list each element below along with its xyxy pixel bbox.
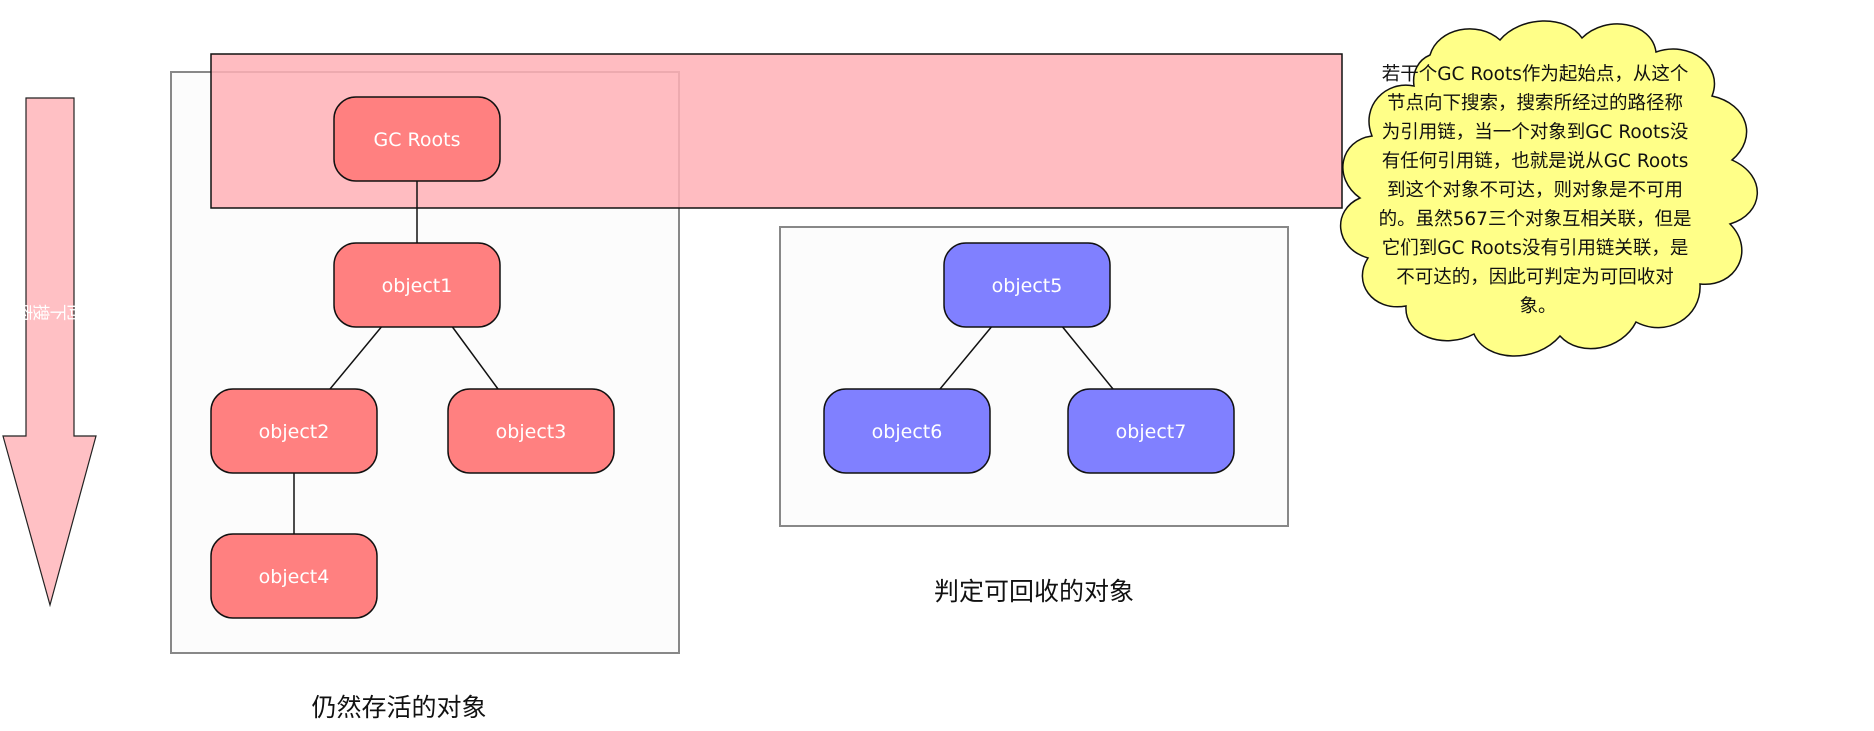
node-object3: object3 <box>447 388 615 474</box>
note-line: 有任何引用链，也就是说从GC Roots <box>1382 151 1689 172</box>
note-line: 为引用链，当一个对象到GC Roots没 <box>1382 122 1689 143</box>
node-object5: object5 <box>943 242 1111 328</box>
reference-links <box>293 180 1114 534</box>
caption-alive-objects: 仍然存活的对象 <box>311 693 486 722</box>
note-line: 到这个对象不可达，则对象是不可用 <box>1387 180 1683 201</box>
link-object1-object3 <box>450 324 499 390</box>
down-arrow-icon <box>2 97 97 608</box>
note-line: 不可达的，因此可判定为可回收对 <box>1396 267 1674 288</box>
node-object2: object2 <box>210 388 378 474</box>
node-label: GC Roots <box>374 129 461 151</box>
link-object5-object6 <box>939 324 994 390</box>
caption-collectable-objects: 判定可回收的对象 <box>934 577 1134 606</box>
node-object6: object6 <box>823 388 991 474</box>
node-object7: object7 <box>1067 388 1235 474</box>
note-line: 象。 <box>1519 296 1556 317</box>
note-text: 若干个GC Roots作为起始点，从这个 节点向下搜索，搜索所经过的路径称 为引… <box>1379 64 1698 317</box>
arrow-label: 向下搜索 <box>16 300 84 321</box>
link-object5-object7 <box>1060 324 1114 390</box>
node-label: object2 <box>259 421 330 443</box>
node-label: object7 <box>1116 421 1187 443</box>
node-label: object1 <box>382 275 453 297</box>
node-gc-roots: GC Roots <box>333 96 501 182</box>
node-object4: object4 <box>210 533 378 619</box>
node-label: object6 <box>872 421 943 443</box>
link-object1-object2 <box>329 324 384 390</box>
node-label: object5 <box>992 275 1063 297</box>
cloud-shape <box>1339 20 1758 357</box>
search-direction-arrow: 向下搜索 <box>2 97 97 608</box>
node-label: object4 <box>259 566 330 588</box>
note-line: 它们到GC Roots没有引用链关联，是 <box>1382 238 1689 259</box>
note-line: 节点向下搜索，搜索所经过的路径称 <box>1387 93 1683 114</box>
node-object1: object1 <box>333 242 501 328</box>
note-line: 若干个GC Roots作为起始点，从这个 <box>1382 64 1689 85</box>
note-line: 的。虽然567三个对象互相关联，但是 <box>1379 209 1692 230</box>
node-label: object3 <box>496 421 567 443</box>
explanation-cloud: 若干个GC Roots作为起始点，从这个 节点向下搜索，搜索所经过的路径称 为引… <box>1339 20 1758 357</box>
